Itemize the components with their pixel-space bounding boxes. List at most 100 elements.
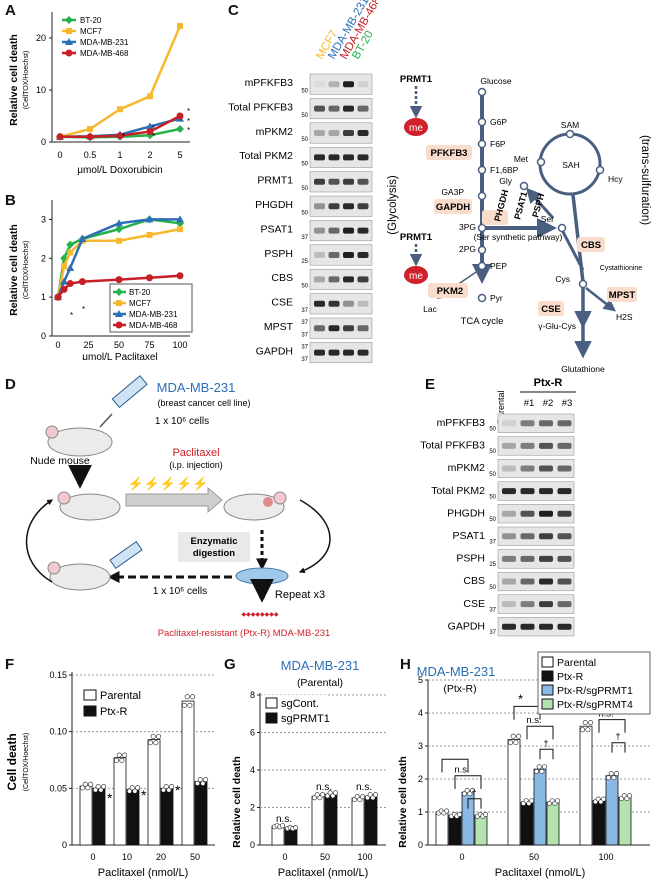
panel-h-xtick-label: 100 bbox=[598, 852, 613, 862]
panel-b-legend-label: MDA-MB-468 bbox=[129, 321, 178, 330]
panel-c-band bbox=[357, 154, 369, 161]
pathway-node bbox=[519, 181, 529, 191]
treatment-arrow bbox=[125, 486, 223, 514]
panel-e-mw-label: 50 bbox=[489, 517, 496, 523]
panel-b-point bbox=[66, 280, 74, 288]
panel-h-ytick-label: 5 bbox=[418, 675, 423, 685]
pathway-node bbox=[477, 139, 487, 149]
panel-b-point bbox=[78, 278, 86, 286]
panel-f-legend-label: Ptx-R bbox=[100, 706, 128, 718]
panel-e-band bbox=[539, 533, 553, 540]
panel-label-g: G bbox=[224, 656, 236, 673]
panel-h-data-point bbox=[539, 768, 545, 774]
panel-b-legend-marker bbox=[115, 321, 123, 329]
panel-g-legend-swatch bbox=[265, 697, 278, 709]
resistant-cells-icon: ◆◆◆◆◆◆◆◆ bbox=[242, 612, 279, 618]
panel-h-ytick-label: 3 bbox=[418, 741, 423, 751]
panel-c-row-label: PSPH bbox=[264, 248, 293, 260]
panel-f-bar bbox=[79, 785, 93, 846]
panel-label-f: F bbox=[5, 656, 15, 673]
pathway-metabolite-label: F6P bbox=[490, 139, 506, 149]
panel-f-xtick-label: 10 bbox=[122, 852, 132, 862]
nude-mouse-label: Nude mouse bbox=[30, 455, 90, 467]
pathway-metabolite-label: SAM bbox=[561, 120, 579, 130]
panel-e-blot-strip bbox=[497, 413, 575, 433]
panel-h-data-point bbox=[457, 811, 463, 817]
panel-h-legend-label: Ptx-R bbox=[557, 671, 584, 683]
panel-e-blot-strip bbox=[497, 571, 575, 592]
panel-e-band bbox=[539, 465, 553, 472]
panel-a-point bbox=[116, 132, 124, 140]
panel-g-legend-label: sgCont. bbox=[281, 698, 319, 710]
panel-a-point bbox=[177, 23, 183, 30]
panel-h-xtick-label: 0 bbox=[459, 852, 464, 862]
panel-f-chart: Cell death (CellTOX/Hoechst) 00.050.100.… bbox=[5, 670, 215, 879]
panel-h-data-point bbox=[536, 764, 542, 770]
panel-b-star: * bbox=[82, 305, 85, 314]
panel-f-data-point bbox=[187, 702, 193, 708]
pkm2-label: PKM2 bbox=[437, 286, 463, 297]
pathway-metabolite-label: SAH bbox=[562, 160, 579, 170]
panel-e-band bbox=[520, 465, 535, 472]
panel-b-point bbox=[116, 237, 122, 244]
panel-f-data-point bbox=[88, 781, 94, 787]
panel-e-band bbox=[520, 555, 535, 562]
panel-h-dagger: † bbox=[615, 732, 620, 742]
panel-f-data-point bbox=[135, 785, 141, 791]
cbs-box bbox=[577, 237, 605, 252]
cell-line-sub: (breast cancer cell line) bbox=[157, 398, 250, 408]
panel-c-row-label: mPKM2 bbox=[256, 126, 294, 138]
panel-g-ytick-label: 0 bbox=[250, 840, 255, 850]
panel-a-xlabel: μmol/L Doxorubicin bbox=[77, 165, 162, 176]
panel-e-band bbox=[557, 555, 572, 562]
pathway-node bbox=[578, 279, 588, 289]
gapdh-box bbox=[434, 199, 472, 214]
panel-b-legend-label: MDA-MB-231 bbox=[129, 310, 178, 319]
panel-c-blot-strip bbox=[309, 195, 373, 217]
pathway-metabolite-label: Pyr bbox=[490, 293, 503, 303]
panel-f-data-point bbox=[116, 752, 122, 758]
panel-h-legend-box bbox=[537, 651, 651, 715]
panel-h-legend-label: Ptx-R/sgPRMT1 bbox=[557, 685, 633, 697]
panel-f-bar bbox=[160, 787, 174, 846]
me-badge-top bbox=[404, 118, 428, 136]
panel-e-row-label: Total PKM2 bbox=[431, 485, 485, 497]
panel-c-band bbox=[328, 130, 340, 136]
me-text-top: me bbox=[409, 123, 423, 134]
panel-h-bracket bbox=[598, 719, 626, 733]
panel-a-star: * bbox=[187, 117, 190, 126]
panel-a-ylabel: Relative cell death bbox=[8, 34, 20, 126]
pathway-diagram: GlucoseG6PF6PF1,6BPGA3P3PG2PGPEPPyrSerGl… bbox=[387, 74, 651, 374]
panel-a-legend-marker bbox=[65, 38, 73, 45]
panel-c-blot-strip bbox=[309, 98, 373, 120]
panel-f-data-point bbox=[122, 752, 128, 758]
mouse-icon-1 bbox=[45, 425, 113, 457]
panel-c-row-label: PHGDH bbox=[255, 199, 293, 211]
panel-b-ytick-label: 1 bbox=[41, 292, 46, 302]
panel-f-legend-label: Parental bbox=[100, 690, 141, 702]
panel-a-point bbox=[87, 126, 93, 132]
syringe-icon-top bbox=[99, 375, 148, 428]
panel-e-band bbox=[502, 578, 516, 585]
panel-a-legend-marker bbox=[65, 16, 73, 24]
panel-label-e: E bbox=[425, 376, 436, 393]
panel-g-title: MDA-MB-231 bbox=[281, 658, 360, 673]
panel-e-band bbox=[520, 623, 535, 630]
panel-c-band bbox=[328, 300, 340, 307]
panel-c-band bbox=[343, 252, 354, 258]
panel-e-band bbox=[539, 442, 553, 449]
panel-c-band bbox=[357, 203, 369, 210]
panel-g-legend-label: sgPRMT1 bbox=[281, 713, 330, 725]
panel-g-bar bbox=[351, 797, 365, 846]
pathway-metabolite-label: Glucose bbox=[480, 76, 511, 86]
panel-f-data-point bbox=[98, 787, 104, 793]
cells-count-top: 1 x 10⁶ cells bbox=[155, 416, 209, 427]
panel-a-point bbox=[86, 133, 94, 141]
panel-f-data-point bbox=[80, 785, 86, 791]
pfkfb3-box bbox=[426, 145, 472, 160]
panel-g-ns: n.s. bbox=[316, 782, 332, 793]
panel-f-bar bbox=[92, 787, 106, 846]
panel-h-bar bbox=[448, 814, 462, 846]
panel-g-data-point bbox=[330, 793, 336, 799]
